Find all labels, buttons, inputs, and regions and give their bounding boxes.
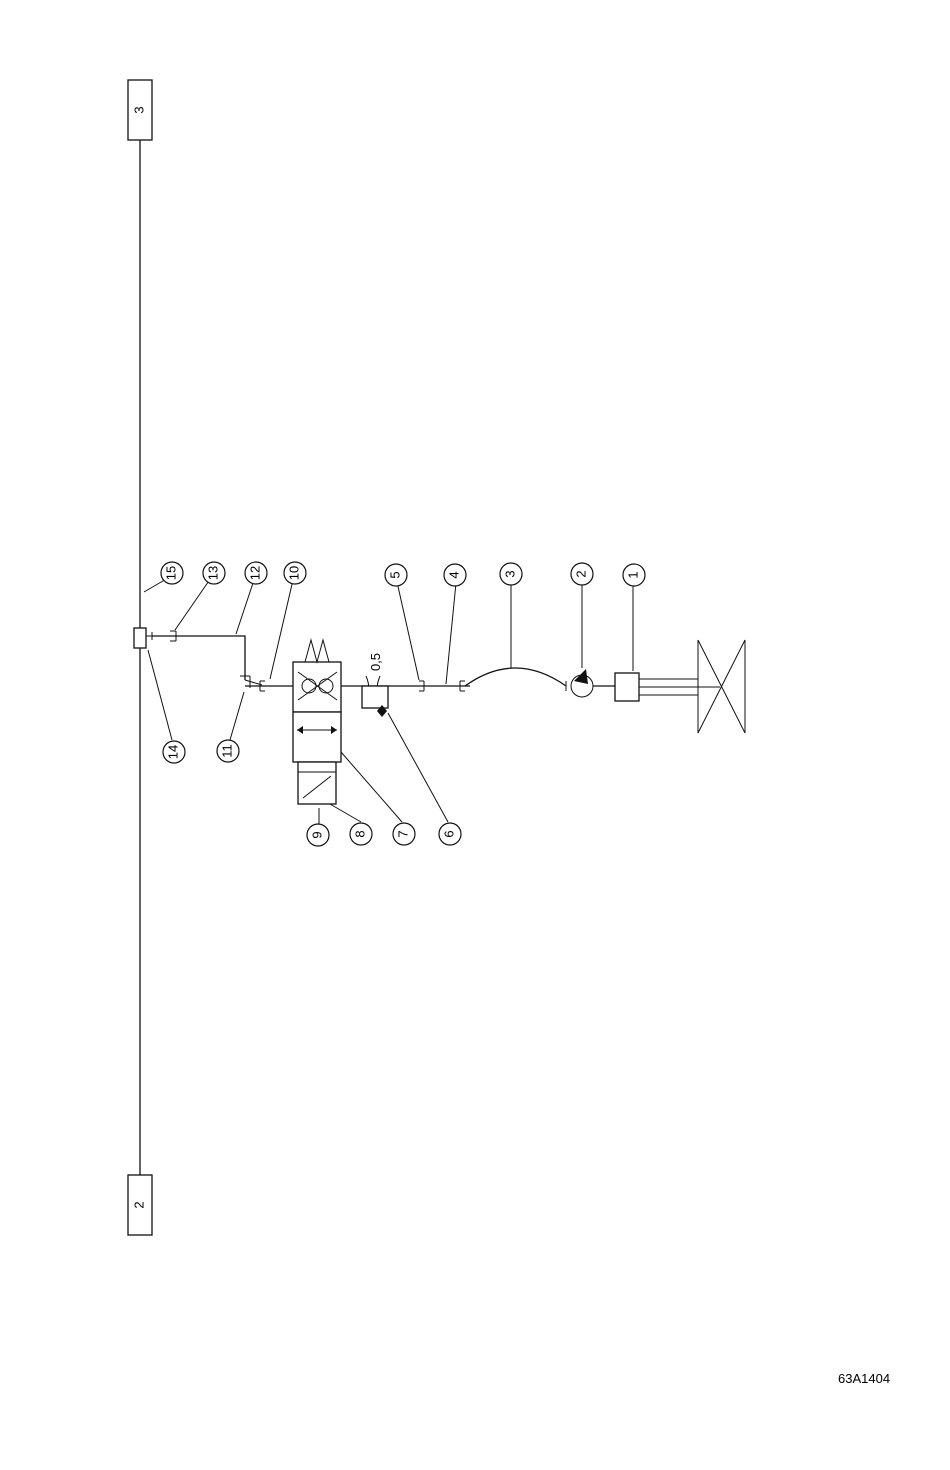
svg-text:7: 7: [395, 830, 410, 837]
flex-hose-3: [465, 668, 566, 686]
callout-7: 7: [393, 823, 415, 845]
callout-11: 11: [217, 740, 239, 762]
callout-12: 12: [245, 562, 267, 584]
solenoid-valve: [293, 640, 341, 762]
callout-10: 10: [284, 562, 306, 584]
svg-text:4: 4: [446, 571, 461, 578]
svg-text:2: 2: [573, 570, 588, 577]
callout-1: 1: [623, 564, 645, 586]
valve-spring: [305, 640, 329, 662]
svg-text:14: 14: [165, 745, 180, 759]
svg-text:1: 1: [625, 571, 640, 578]
figure-code: 63A1404: [838, 1371, 890, 1386]
endpoint-box-3: 3: [128, 80, 152, 140]
endpoint-box-2: 2: [128, 1175, 152, 1235]
callout-8: 8: [350, 823, 372, 845]
pump-2: [571, 669, 593, 697]
tee-fitting: [134, 628, 152, 648]
svg-text:10: 10: [286, 566, 301, 580]
orifice-size-label: 0,5: [368, 653, 383, 671]
svg-text:13: 13: [205, 566, 220, 580]
callout-3: 3: [500, 563, 522, 585]
callout-15: 15: [161, 562, 183, 584]
check-valve-6: [362, 686, 388, 717]
svg-text:12: 12: [247, 566, 262, 580]
solenoid-coil: [298, 762, 336, 804]
callout-13: 13: [203, 562, 225, 584]
svg-text:9: 9: [309, 831, 324, 838]
callout-9: 9: [307, 824, 329, 846]
svg-text:5: 5: [387, 571, 402, 578]
svg-text:3: 3: [502, 570, 517, 577]
branch-pipe: [152, 636, 245, 680]
svg-text:11: 11: [219, 744, 234, 758]
callout-14: 14: [163, 741, 185, 763]
endpoint-label-2: 2: [131, 1201, 146, 1208]
callout-6: 6: [439, 823, 461, 845]
cylinder-1: [615, 673, 720, 701]
svg-text:8: 8: [352, 830, 367, 837]
endpoint-label-3: 3: [131, 106, 146, 113]
callout-2: 2: [571, 563, 593, 585]
svg-text:15: 15: [163, 566, 178, 580]
callout-4: 4: [444, 564, 466, 586]
svg-text:6: 6: [441, 830, 456, 837]
callout-5: 5: [385, 564, 407, 586]
